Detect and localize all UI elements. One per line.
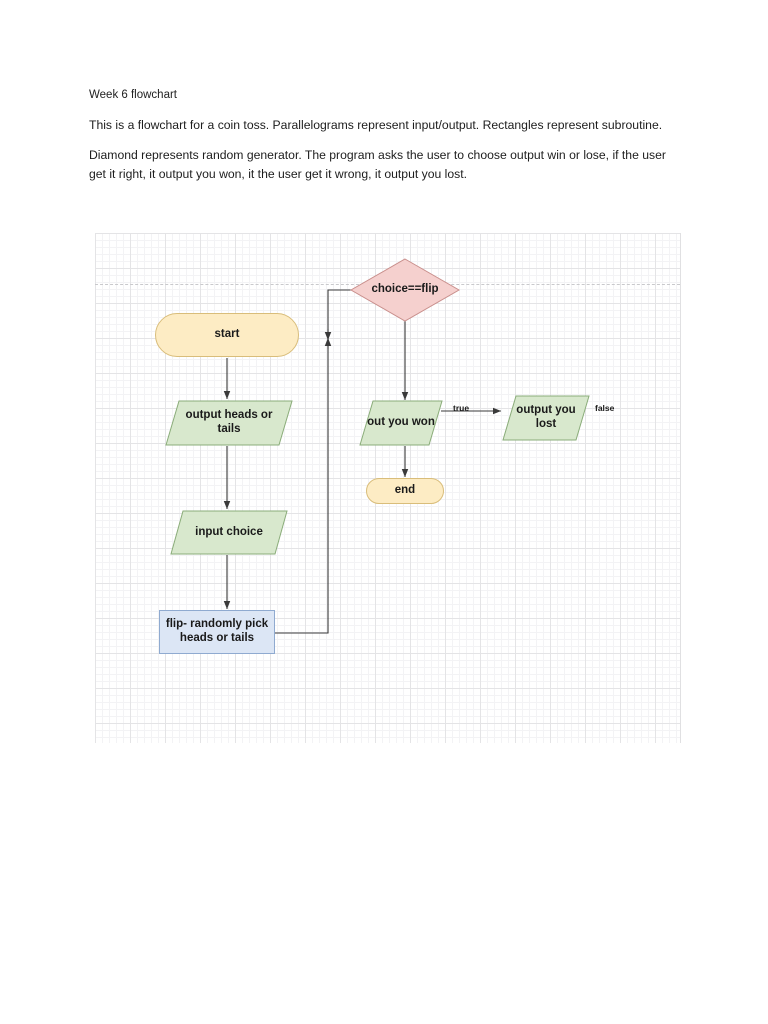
diamond-shape: [350, 258, 460, 322]
parallelogram-shape: [165, 400, 293, 446]
node-out-you-won-label: out you won: [367, 416, 435, 429]
edge-label-true: true: [453, 403, 470, 413]
parallelogram-shape: [170, 510, 288, 555]
node-flip-subroutine-label: flip- randomly pick heads or tails: [165, 618, 269, 644]
document-body: Week 6 flowchart This is a flowchart for…: [89, 88, 669, 196]
node-flip-subroutine[interactable]: flip- randomly pick heads or tails: [159, 610, 275, 654]
edge-label-false: false: [595, 403, 615, 413]
node-start-label: start: [214, 328, 240, 341]
paragraph-one: This is a flowchart for a coin toss. Par…: [89, 117, 663, 132]
flowchart-canvas[interactable]: start output heads or tails input choice…: [95, 233, 681, 743]
node-decision-label: choice==flip: [371, 283, 439, 296]
node-out-you-won[interactable]: out you won: [359, 400, 443, 446]
node-start[interactable]: start: [155, 313, 299, 357]
paragraph-two: Diamond represents random generator. The…: [89, 148, 666, 182]
page-title: Week 6 flowchart: [89, 89, 177, 101]
node-input-choice-label: input choice: [195, 525, 263, 538]
node-output-heads-or-tails[interactable]: output heads or tails: [165, 400, 293, 446]
node-end[interactable]: end: [366, 478, 444, 504]
node-output-heads-or-tails-label: output heads or tails: [185, 409, 273, 435]
node-output-you-lost-label: output you lost: [516, 404, 576, 430]
parallelogram-shape: [359, 400, 443, 446]
parallelogram-shape: [502, 395, 590, 441]
node-output-you-lost[interactable]: output you lost: [502, 395, 590, 441]
node-end-label: end: [394, 484, 416, 497]
node-decision-choice-equals-flip[interactable]: choice==flip: [350, 258, 460, 322]
node-input-choice[interactable]: input choice: [170, 510, 288, 555]
